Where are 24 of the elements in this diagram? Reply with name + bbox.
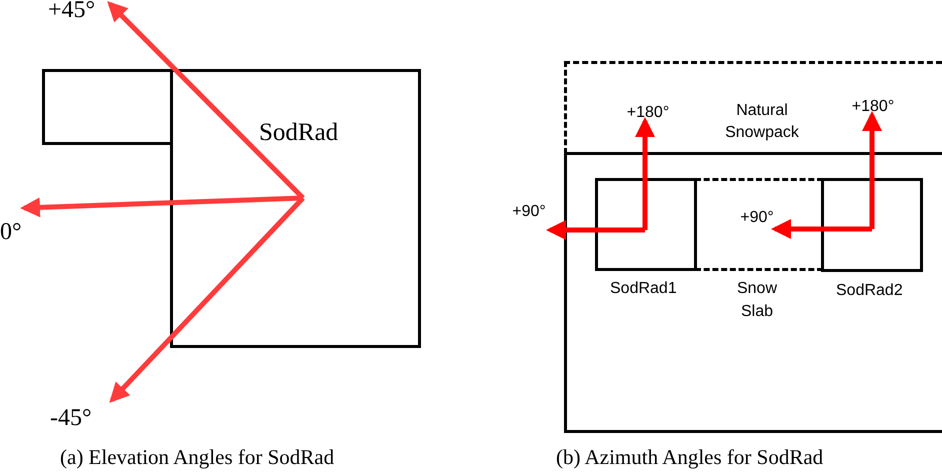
snowpack-box (564, 152, 942, 433)
instrument-box (42, 69, 172, 145)
box-label: SodRad (259, 118, 338, 148)
figure-caption: (b) Azimuth Angles for SodRad (556, 444, 824, 471)
arrow (862, 111, 882, 229)
arrow (771, 219, 872, 239)
box-label: Snow Slab (736, 279, 778, 322)
box-label: SodRad2 (836, 281, 903, 301)
angle-label: 0° (0, 208, 24, 244)
arrow (546, 220, 645, 240)
angle-label: +90° (508, 201, 550, 233)
angle-label: +90° (736, 207, 778, 239)
box-label: Natural Snowpack (724, 101, 800, 143)
angle-label: +45° (48, 0, 110, 28)
instrument-box (170, 69, 421, 348)
figure-caption: (a) Elevation Angles for SodRad (60, 444, 334, 471)
arrow (635, 117, 655, 230)
angle-label: -45° (50, 400, 112, 430)
angle-label: +180° (848, 96, 898, 118)
box-label: SodRad1 (610, 279, 677, 299)
arrow (107, 1, 305, 200)
angle-label: +180° (623, 102, 673, 124)
snowpack-region (564, 61, 942, 154)
arrow (109, 196, 305, 403)
